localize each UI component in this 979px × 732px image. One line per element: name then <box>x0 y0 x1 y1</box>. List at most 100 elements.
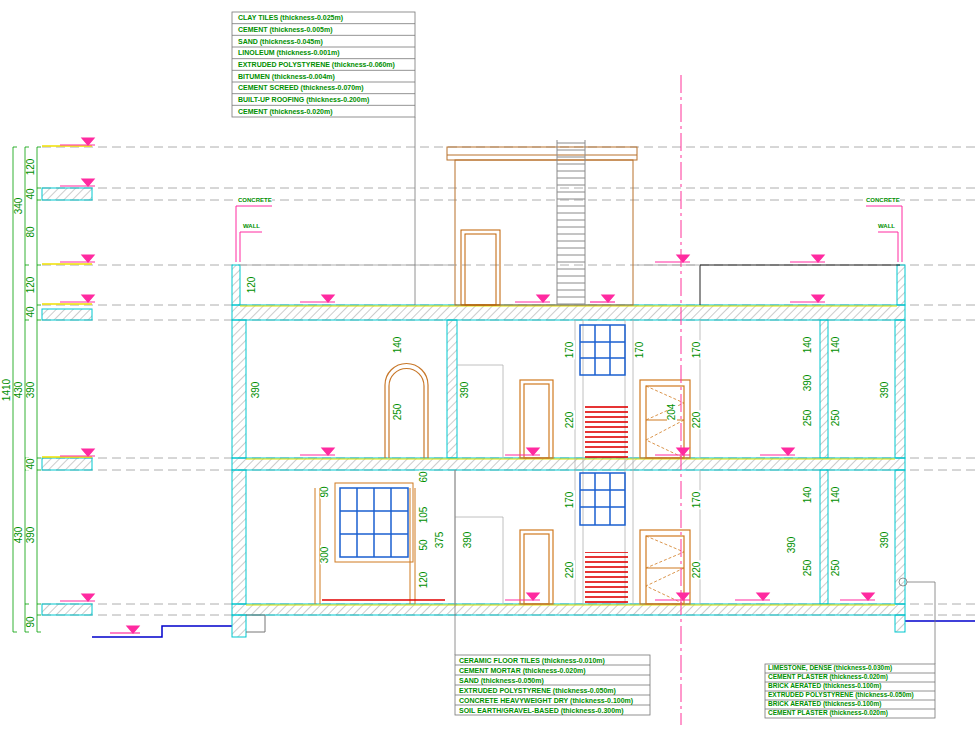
ground-line <box>905 620 975 622</box>
dimension-text: 140 <box>803 486 813 505</box>
arched-window <box>385 364 428 459</box>
level-line <box>42 200 975 201</box>
wall-section <box>820 470 828 604</box>
roof-ladder <box>557 140 585 305</box>
level-flag <box>127 626 139 633</box>
wall-section <box>232 265 240 305</box>
roof-parapet <box>240 265 455 266</box>
dimension-line <box>13 147 41 632</box>
level-flag <box>782 448 794 455</box>
material-table <box>765 682 935 683</box>
dimension-line <box>25 632 29 633</box>
level-flag <box>322 448 334 455</box>
window-frame <box>415 488 416 604</box>
door-swing <box>646 386 684 420</box>
dimension-line <box>37 147 38 632</box>
roof-parapet <box>700 265 900 305</box>
floor-slab <box>232 604 905 615</box>
dimension-text: 204 <box>667 403 677 422</box>
stair-tower <box>455 160 633 305</box>
level-flag <box>60 138 875 633</box>
window-frame <box>335 483 413 562</box>
level-flag <box>82 255 94 262</box>
door <box>640 530 690 604</box>
material-layer-text: EXTRUDED POLYSTYRENE (thickness-0.060m) <box>238 61 395 68</box>
wall-section <box>895 615 905 632</box>
dimension-text: 390 <box>787 536 797 555</box>
level-highlight <box>42 263 92 265</box>
material-layer-text: SAND (thickness-0.050m) <box>459 677 544 684</box>
dimension-line <box>37 265 41 266</box>
material-table <box>232 47 415 48</box>
window-frame <box>410 488 411 604</box>
window <box>390 488 392 557</box>
window <box>340 533 408 535</box>
material-layer-text: CEMENT MORTAR (thickness-0.020m) <box>459 667 586 674</box>
door <box>646 386 684 458</box>
floor-line <box>322 599 445 601</box>
dimension-text: 375 <box>435 531 445 550</box>
dimension-text: 80 <box>26 225 36 238</box>
dimension-line <box>25 147 29 148</box>
level-flag <box>82 138 94 145</box>
roof-ladder <box>557 140 558 305</box>
material-table <box>907 582 935 664</box>
wall-section <box>447 320 457 458</box>
door <box>646 419 684 420</box>
dimension-text: 140 <box>831 336 841 355</box>
floor-slab <box>232 305 905 320</box>
dimension-line <box>37 305 41 306</box>
callout-text: CONCRETE <box>866 197 900 203</box>
dimension-text: 250 <box>831 409 841 428</box>
door-swing <box>646 420 684 458</box>
material-table <box>415 117 416 305</box>
material-table <box>899 578 907 586</box>
slab-finish <box>240 306 897 307</box>
slab-finish <box>246 459 895 460</box>
door <box>646 567 684 568</box>
material-table <box>455 705 650 706</box>
dimension-text: 40 <box>26 457 36 470</box>
material-layer-text: CEMENT (thickness-0.005m) <box>238 26 333 33</box>
level-flag <box>590 301 615 302</box>
dimension-text: 340 <box>14 197 24 216</box>
level-flag <box>300 301 335 302</box>
section-axis <box>681 75 682 725</box>
material-table <box>232 82 415 83</box>
parapet-leader <box>236 206 902 262</box>
roof-door <box>461 230 500 305</box>
level-line <box>42 147 975 615</box>
ground-line <box>92 626 232 637</box>
dimension-text: 40 <box>26 305 36 318</box>
dimension-text: 250 <box>393 403 403 422</box>
level-flag <box>677 255 689 262</box>
slab-finish <box>246 605 895 606</box>
dimension-text: 390 <box>463 531 473 550</box>
level-flag <box>677 593 689 600</box>
dimension-text: 390 <box>26 526 36 545</box>
material-table <box>232 93 415 94</box>
dimension-line <box>25 604 29 605</box>
level-line <box>42 188 975 189</box>
dimension-line <box>37 604 41 605</box>
roof-door <box>461 230 500 305</box>
dimension-text: 300 <box>320 546 330 565</box>
dimension-text: 105 <box>419 506 429 525</box>
material-layer-text: CEMENT PLASTER (thickness-0.020m) <box>768 674 888 681</box>
dimension-text: 90 <box>320 485 330 498</box>
dimension-text: 220 <box>565 411 575 430</box>
dimension-text: 120 <box>26 276 36 295</box>
material-table <box>765 700 935 701</box>
dimension-text: 140 <box>831 486 841 505</box>
material-layer-text: EXTRUDED POLYSTYRENE (thickness-0.050m) <box>459 687 616 694</box>
partition-line <box>457 365 503 366</box>
foundation-step <box>246 615 265 632</box>
dimension-text: 170 <box>565 341 575 360</box>
partition-line <box>455 320 700 604</box>
slab-marker <box>42 458 92 470</box>
material-table <box>232 58 415 59</box>
roof-door <box>465 234 496 305</box>
dimension-text: 390 <box>26 381 36 400</box>
wall-section <box>820 320 828 458</box>
